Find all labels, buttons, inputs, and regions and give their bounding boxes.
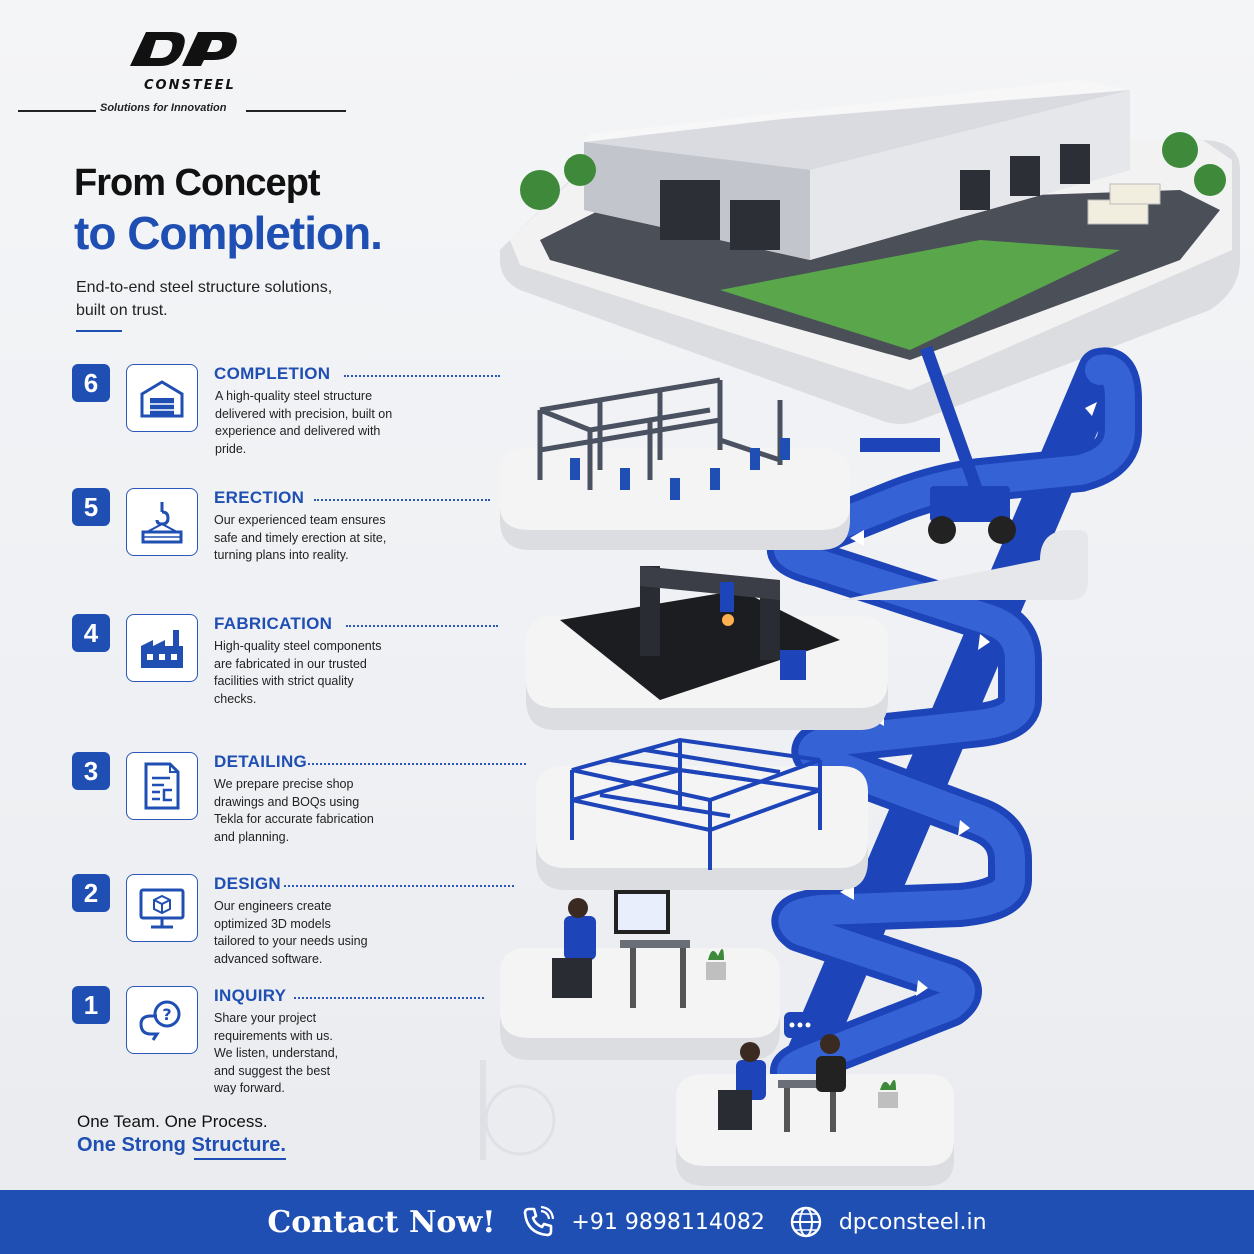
- globe-icon: [790, 1206, 822, 1238]
- step-dotted-rule: [294, 997, 484, 999]
- platform-detailing: [536, 737, 868, 890]
- step-title: DESIGN: [214, 874, 281, 893]
- closing-tagline-line2: One Strong Structure.: [77, 1134, 286, 1156]
- step-title: DETAILING: [214, 752, 308, 771]
- city-skyline-silhouette: [480, 1060, 556, 1160]
- step-description: Share your project requirements with us.…: [214, 1011, 339, 1095]
- step-dotted-rule: [344, 375, 500, 377]
- website-url: dpconsteel.in: [838, 1209, 987, 1235]
- step-icon-box: [126, 614, 198, 682]
- headline-line2: to Completion.: [74, 207, 383, 259]
- brand-logo: CONSTEEL Solutions for Innovation: [18, 22, 348, 122]
- chat-question-icon: ?: [139, 1000, 181, 1041]
- step-icon-box: [126, 874, 198, 942]
- step-icon-box: [126, 488, 198, 556]
- contact-bar: Contact Now! +91 9898114082 dpconsteel.i…: [0, 1190, 1254, 1254]
- headline-subtitle: End-to-end steel structure solutions, bu…: [76, 279, 333, 319]
- headline-line1: From Concept: [74, 162, 321, 204]
- website-link[interactable]: dpconsteel.in: [789, 1205, 987, 1239]
- phone-number: +91 9898114082: [571, 1209, 765, 1235]
- brand-name: CONSTEEL: [144, 78, 236, 93]
- step-number: 5: [72, 488, 110, 526]
- step-number: 2: [72, 874, 110, 912]
- step-number: 4: [72, 614, 110, 652]
- step-detailing: 3 DETAILING We prepare precise shop draw…: [72, 752, 532, 872]
- step-completion: 6 COMPLETION A high-quality steel struct…: [72, 364, 532, 484]
- crane: [860, 346, 1016, 544]
- step-icon-box: [126, 752, 198, 820]
- step-icon-box: ?: [126, 986, 198, 1054]
- phone-link[interactable]: +91 9898114082: [521, 1205, 765, 1239]
- step-description: Our engineers create optimized 3D models…: [214, 899, 368, 966]
- platform-completion: [500, 80, 1240, 424]
- platform-fabrication: [526, 566, 888, 730]
- step-description: Our experienced team ensures safe and ti…: [214, 513, 387, 562]
- step-description: We prepare precise shop drawings and BOQ…: [214, 777, 374, 844]
- tagline-underline: [194, 1158, 286, 1160]
- step-inquiry: 1 ? INQUIRY Share your project requireme…: [72, 986, 532, 1106]
- step-title: COMPLETION: [214, 364, 331, 383]
- step-design: 2 DESIGN Our engineers create optimized …: [72, 874, 532, 994]
- step-dotted-rule: [284, 885, 514, 887]
- platform-erection: [500, 346, 1088, 600]
- step-number: 3: [72, 752, 110, 790]
- logo-rule-right: [246, 110, 346, 112]
- factory-icon: [141, 630, 183, 668]
- step-dotted-rule: [314, 499, 490, 501]
- step-dotted-rule: [346, 625, 498, 627]
- step-number: 1: [72, 986, 110, 1024]
- platform-inquiry: [676, 1012, 954, 1186]
- warehouse-icon: [140, 380, 184, 418]
- brand-tagline: Solutions for Innovation: [100, 102, 227, 114]
- document-icon: [144, 762, 180, 810]
- step-icon-box: [126, 364, 198, 432]
- step-erection: 5 ERECTION Our experienced team ensures …: [72, 488, 532, 608]
- platform-design: [500, 890, 780, 1060]
- subtitle-rule: [76, 330, 122, 332]
- svg-text:?: ?: [162, 1005, 171, 1024]
- step-title: ERECTION: [214, 488, 305, 507]
- step-description: A high-quality steel structure delivered…: [215, 389, 393, 456]
- step-description: High-quality steel components are fabric…: [214, 639, 382, 706]
- step-title: INQUIRY: [214, 986, 287, 1005]
- contact-now-label[interactable]: Contact Now!: [267, 1204, 496, 1240]
- logo-rule-left: [18, 110, 96, 112]
- step-fabrication: 4 FABRICATION High-quality steel compone…: [72, 614, 532, 734]
- dp-logo-icon: [130, 32, 237, 66]
- step-title: FABRICATION: [214, 614, 333, 633]
- monitor-cube-icon: [139, 888, 185, 929]
- process-illustration: [480, 80, 1240, 1186]
- phone-icon: [524, 1205, 555, 1237]
- closing-tagline-line1: One Team. One Process.: [77, 1112, 268, 1131]
- crane-hook-icon: [141, 502, 183, 544]
- step-number: 6: [72, 364, 110, 402]
- step-dotted-rule: [308, 763, 526, 765]
